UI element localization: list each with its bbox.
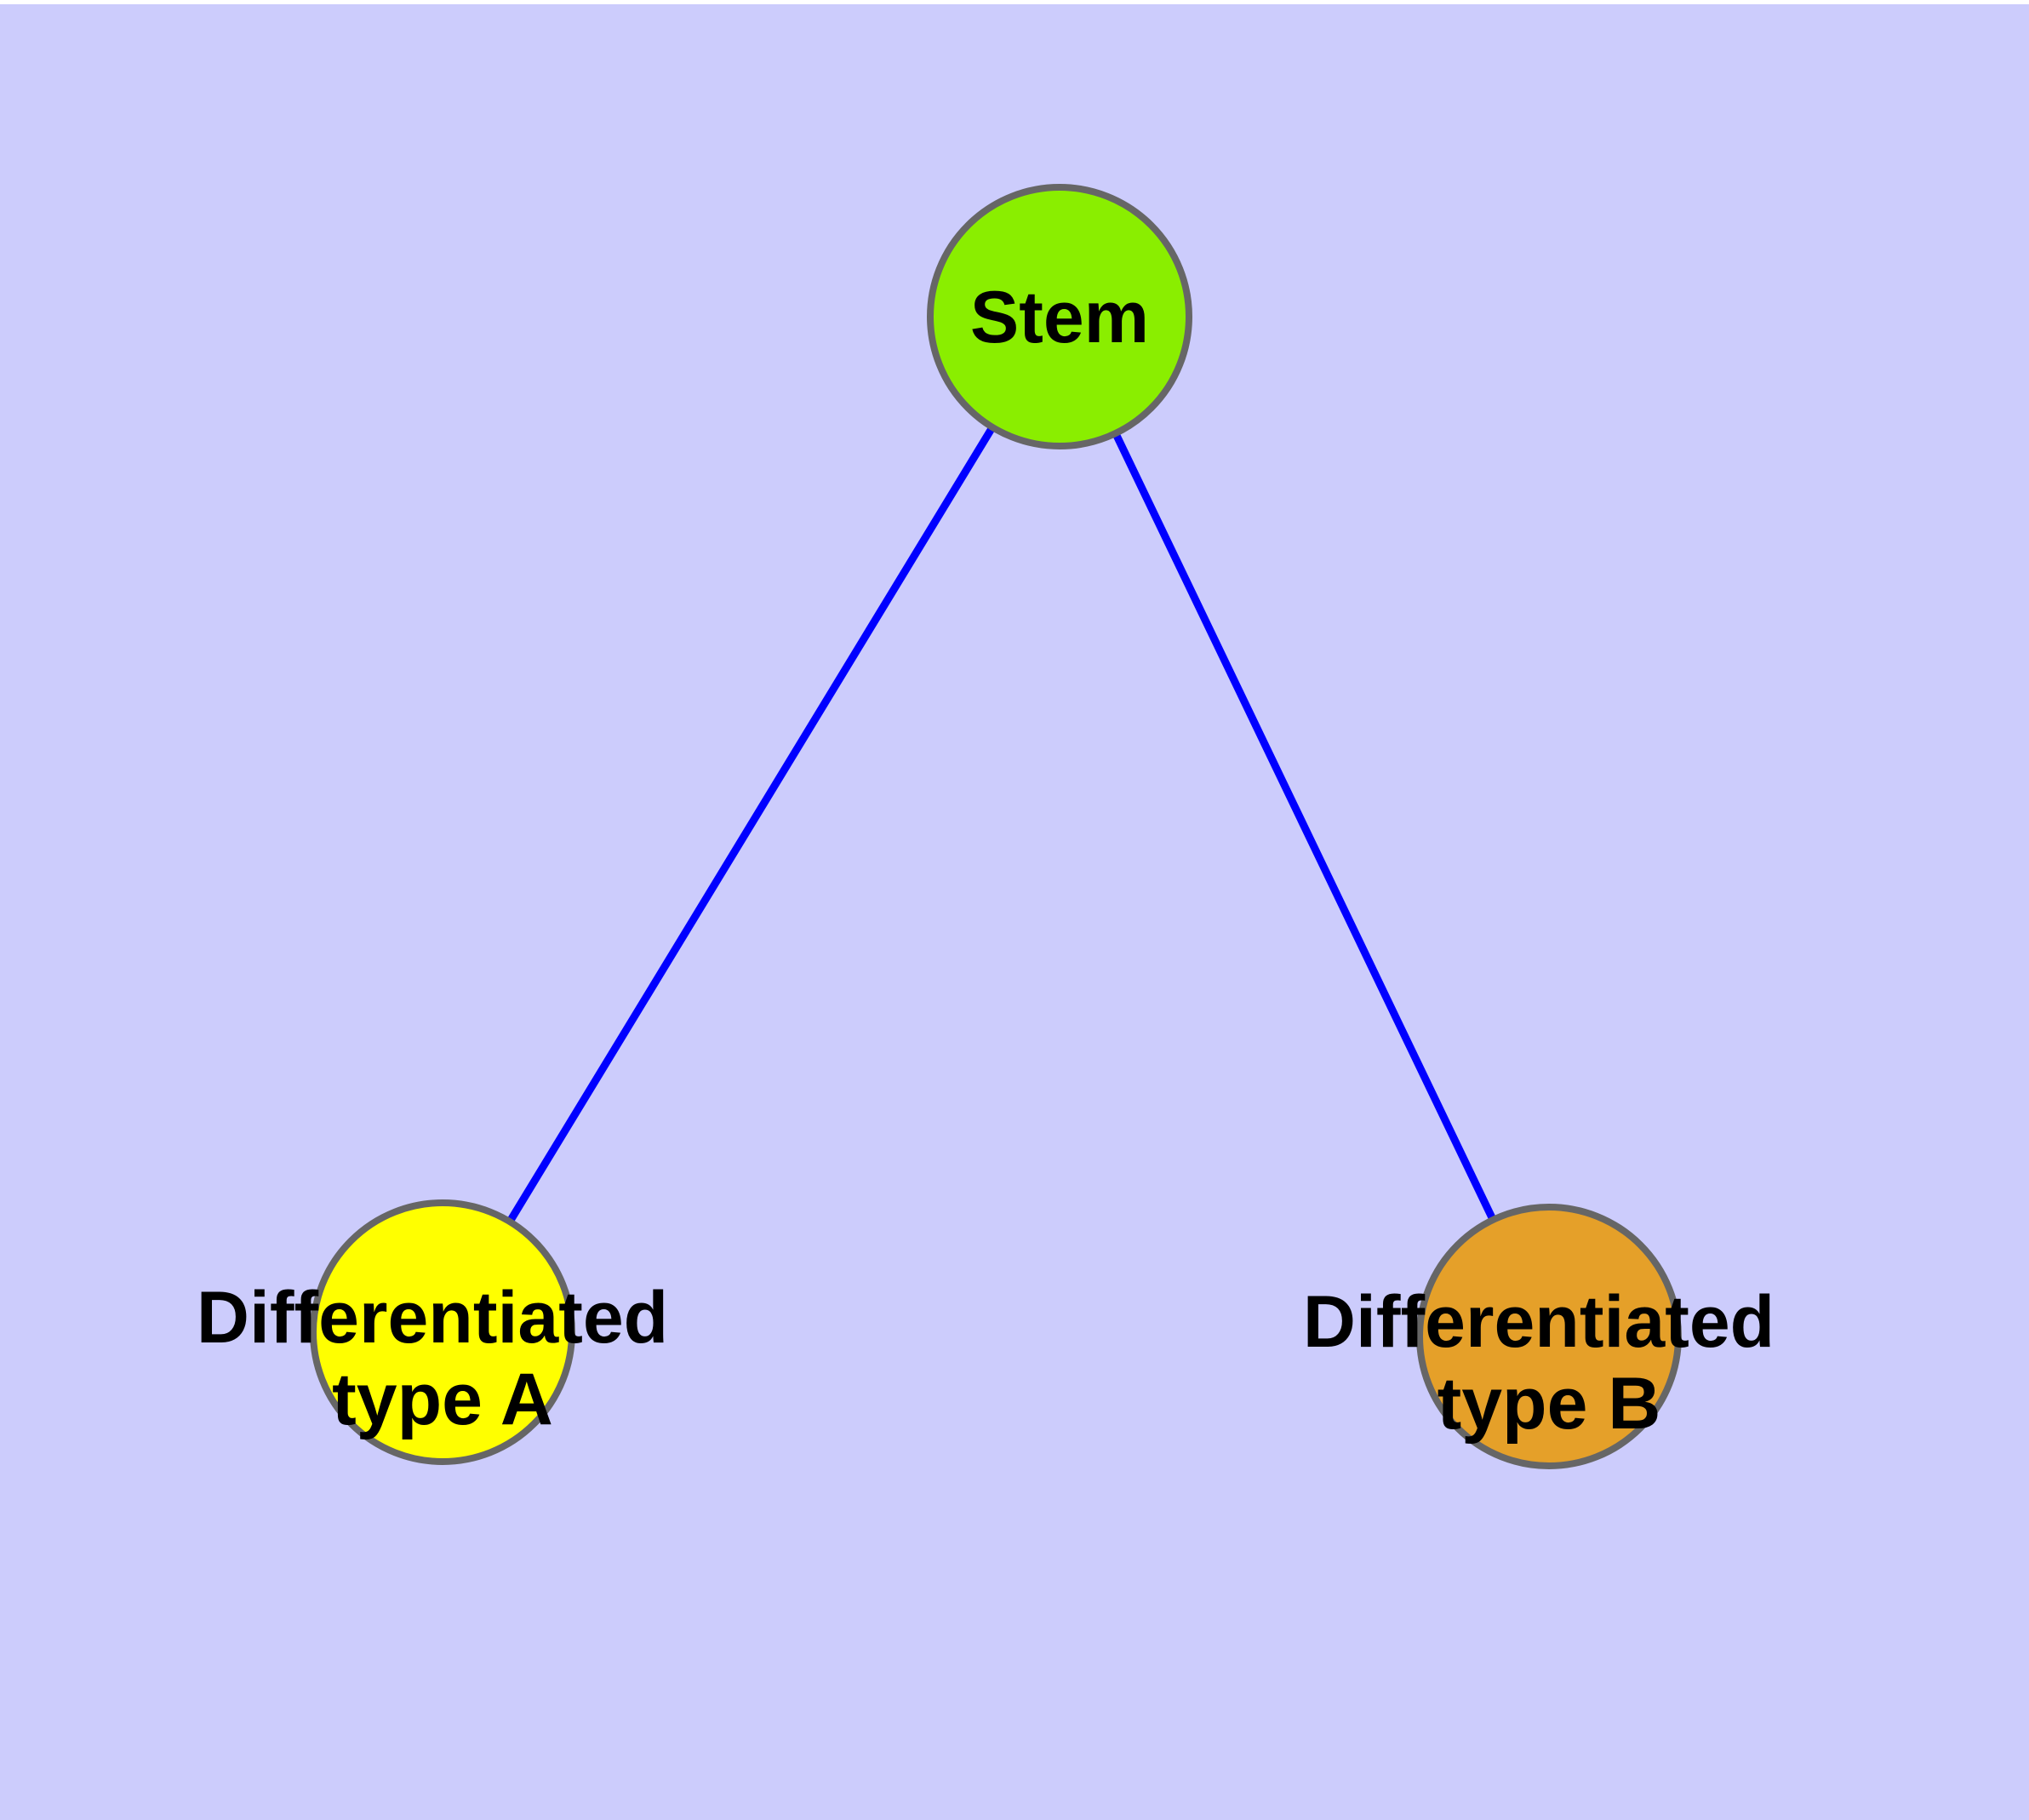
node-label-differentiated-type-b-line-1: Differentiated bbox=[1303, 1281, 1775, 1363]
edge-stem-to-differentiated-type-b[interactable] bbox=[1112, 432, 1497, 1222]
node-differentiated-type-b[interactable]: Differentiated type B bbox=[1303, 1204, 1795, 1469]
node-circle-differentiated-type-b[interactable] bbox=[1416, 1204, 1682, 1469]
node-label-differentiated-type-a-line-1: Differentiated bbox=[197, 1277, 668, 1359]
node-circle-stem[interactable] bbox=[927, 184, 1192, 449]
node-layer: Stem Differentiated type A Differentiate… bbox=[197, 184, 1795, 1469]
edge-stem-to-differentiated-type-a[interactable] bbox=[506, 425, 996, 1224]
node-label-differentiated-type-a: Differentiated type A bbox=[197, 1277, 689, 1440]
node-label-differentiated-type-a-line-2: type A bbox=[332, 1359, 553, 1440]
node-circle-differentiated-type-a[interactable] bbox=[310, 1199, 575, 1465]
node-differentiated-type-a[interactable]: Differentiated type A bbox=[197, 1199, 689, 1465]
edge-layer bbox=[506, 425, 1497, 1224]
node-stem[interactable]: Stem bbox=[927, 184, 1192, 449]
node-label-stem: Stem bbox=[970, 277, 1149, 358]
node-label-differentiated-type-b-line-2: type B bbox=[1437, 1363, 1661, 1445]
node-label-stem-line-1: Stem bbox=[970, 277, 1149, 358]
node-label-differentiated-type-b: Differentiated type B bbox=[1303, 1281, 1795, 1445]
